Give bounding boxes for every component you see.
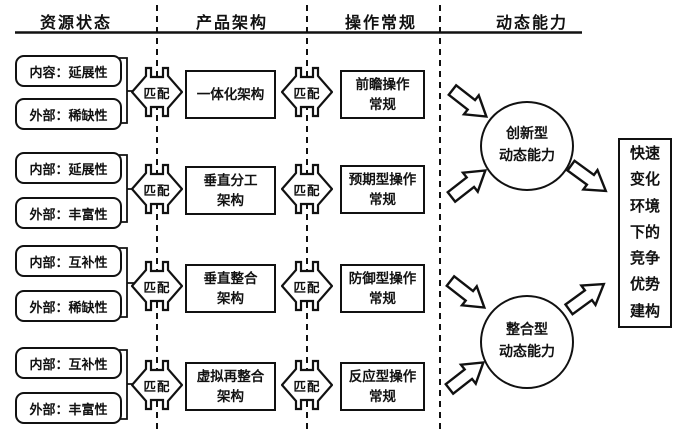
resource-box-row4-bottom: 外部：丰富性 (15, 392, 122, 424)
match-label: 匹配 (293, 280, 321, 295)
match-label: 匹配 (293, 183, 321, 198)
flow-arrow-icon (444, 361, 486, 396)
flow-arrow-icon (447, 83, 489, 118)
routine-box-3-line1: 防御型操作 (348, 270, 417, 286)
routine-box-4-line2: 常规 (369, 388, 396, 404)
match-label: 匹配 (143, 379, 171, 394)
match-label: 匹配 (143, 86, 171, 101)
routine-box-2-line1: 预期型操作 (348, 171, 417, 187)
architecture-box-1: 一体化架构 (185, 70, 276, 119)
match-connector-icon: 匹配 (281, 257, 333, 315)
routine-box-4: 反应型操作 常规 (340, 362, 425, 411)
header-operational-routines: 操作常规 (344, 15, 418, 32)
pair-bracket (119, 247, 136, 318)
architecture-box-1-line1: 一体化架构 (196, 86, 265, 102)
header-resource-status: 资源状态 (39, 15, 113, 32)
outcome-box: 快速变化环境下的竞争优势建构 (618, 138, 672, 328)
routine-box-3: 防御型操作 常规 (340, 264, 425, 313)
resource-box-row3-bottom: 外部：稀缺性 (15, 290, 122, 322)
match-label: 匹配 (143, 183, 171, 198)
match-connector-icon: 匹配 (131, 160, 183, 218)
routine-box-2-line2: 常规 (369, 191, 396, 207)
architecture-box-4: 虚拟再整合 架构 (185, 362, 276, 411)
resource-box-row1-top: 内容：延展性 (15, 55, 122, 87)
capability-innovative-line2: 动态能力 (499, 149, 555, 164)
resource-box-row3-top: 内部：互补性 (15, 245, 122, 277)
architecture-box-4-line2: 架构 (217, 388, 244, 404)
resource-box-row2-bottom: 外部：丰富性 (15, 197, 122, 229)
outcome-text: 快速变化环境下的竞争优势建构 (629, 146, 660, 320)
capability-ellipse-integrative: 整合型 动态能力 (480, 295, 574, 389)
match-label: 匹配 (293, 86, 321, 101)
header-product-architecture: 产品架构 (195, 15, 269, 32)
capability-innovative-line1: 创新型 (506, 127, 548, 143)
match-connector-icon: 匹配 (281, 356, 333, 414)
architecture-box-3-line1: 垂直整合 (203, 270, 258, 286)
routine-box-1-line2: 常规 (369, 96, 396, 112)
routine-box-1-line1: 前瞻操作 (355, 76, 410, 92)
match-label: 匹配 (143, 280, 171, 295)
architecture-box-4-line1: 虚拟再整合 (196, 368, 265, 384)
architecture-box-2-line1: 垂直分工 (203, 172, 258, 188)
flow-arrow-icon (563, 282, 606, 316)
match-connector-icon: 匹配 (131, 63, 183, 121)
match-connector-icon: 匹配 (131, 257, 183, 315)
match-connector-icon: 匹配 (281, 63, 333, 121)
capability-integrative-line2: 动态能力 (499, 345, 555, 360)
flow-arrow-icon (445, 274, 487, 309)
flow-arrow-icon (565, 159, 608, 193)
header-dynamic-capabilities: 动态能力 (495, 15, 569, 32)
match-label: 匹配 (293, 379, 321, 394)
architecture-box-2-line2: 架构 (217, 192, 244, 208)
match-connector-icon: 匹配 (281, 160, 333, 218)
match-connector-icon: 匹配 (131, 356, 183, 414)
capability-ellipse-innovative: 创新型 动态能力 (480, 101, 574, 191)
architecture-box-3-line2: 架构 (217, 290, 244, 306)
architecture-box-3: 垂直整合 架构 (185, 264, 276, 313)
routine-box-1: 前瞻操作 常规 (340, 70, 425, 119)
capability-integrative-line1: 整合型 (506, 323, 548, 339)
resource-box-row2-top: 内部：延展性 (15, 152, 122, 184)
resource-box-row1-bottom: 外部：稀缺性 (15, 98, 122, 130)
architecture-box-2: 垂直分工 架构 (185, 166, 276, 215)
flow-arrow-icon (446, 169, 488, 204)
resource-box-row4-top: 内部：互补性 (15, 347, 122, 379)
routine-box-4-line1: 反应型操作 (348, 368, 417, 384)
routine-box-3-line2: 常规 (369, 290, 396, 306)
routine-box-2: 预期型操作 常规 (340, 165, 425, 214)
